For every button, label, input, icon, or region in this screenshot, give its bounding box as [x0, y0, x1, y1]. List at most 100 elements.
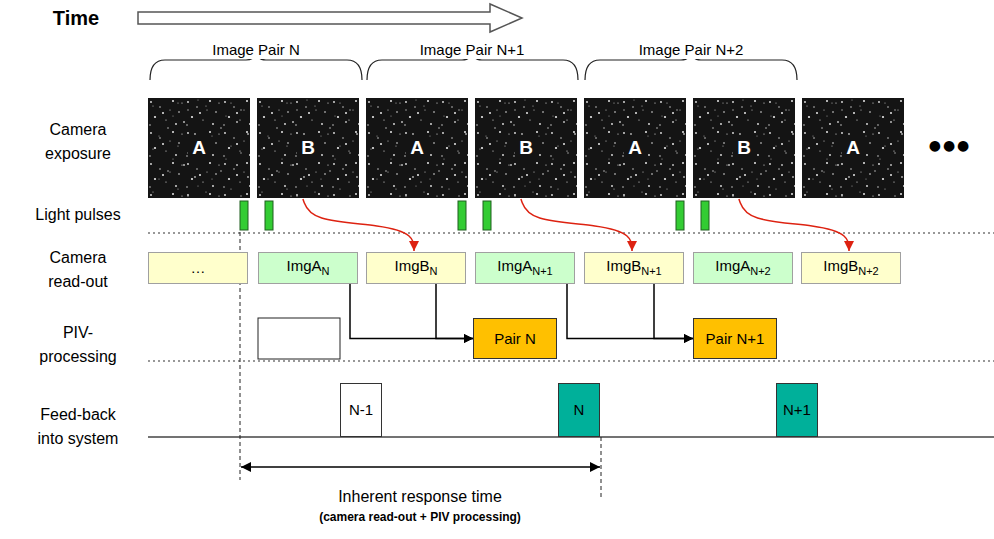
exposure-frame: B	[475, 98, 577, 198]
transfer-arrow	[521, 199, 632, 251]
box-label: N-1	[349, 401, 373, 418]
exposure-frame: A	[584, 98, 686, 198]
light-pulse	[458, 201, 466, 230]
text-wrap: Pair N	[494, 330, 536, 348]
axis-title: Time	[50, 6, 102, 30]
light-pulse	[240, 201, 709, 230]
text-wrap: A	[842, 137, 864, 160]
exposure-frame: A	[148, 98, 250, 198]
response-time-arrow	[241, 466, 600, 468]
speckle	[802, 98, 904, 198]
data-flow-arrow	[567, 284, 693, 339]
light-pulse	[483, 201, 491, 230]
box-label: B	[733, 136, 755, 159]
box-label: ImgB	[823, 257, 858, 274]
speckle	[257, 98, 359, 198]
text-wrap: ImgBN+1	[606, 257, 662, 278]
row-label: Feed-back into system	[28, 403, 128, 451]
speckle	[257, 98, 359, 198]
span-label: Inherent response time	[335, 487, 505, 506]
continuation-dots: ●●●	[926, 137, 975, 154]
box-label: ImgA	[497, 257, 532, 274]
text-wrap: ImgAN+2	[715, 257, 771, 278]
data-flow-arrow	[654, 284, 693, 339]
image-ground	[257, 98, 359, 198]
data-flow-arrow	[350, 284, 473, 339]
bracket-label: Image Pair N+1	[417, 41, 528, 59]
text-wrap: …	[191, 259, 206, 277]
readout-box: ImgAN	[258, 252, 358, 284]
data-flow-arrow	[436, 284, 473, 339]
light-pulse	[701, 201, 709, 230]
text-wrap: Pair N+1	[706, 330, 765, 348]
speckle	[148, 98, 250, 198]
image-ground	[475, 98, 577, 198]
box-label: Pair N+1	[706, 330, 765, 347]
box-label: B	[297, 136, 319, 159]
processing-box: Pair N+1	[693, 318, 777, 359]
box-label: N	[574, 401, 585, 418]
box-label: Pair N	[494, 330, 536, 347]
exposure-frame: B	[257, 98, 359, 198]
text-wrap: B	[297, 137, 319, 160]
speckle	[366, 98, 468, 198]
subscript: N+1	[532, 265, 553, 277]
exposure-frame: A	[802, 98, 904, 198]
readout-box: ImgAN+1	[475, 252, 575, 284]
text-wrap: ImgAN+1	[497, 257, 553, 278]
speckle	[366, 98, 468, 198]
time-marker	[601, 437, 602, 497]
text-wrap: N-1	[349, 401, 373, 419]
row-divider	[148, 232, 994, 233]
speckle	[693, 98, 795, 198]
subscript: N+2	[858, 265, 879, 277]
speckle	[693, 98, 795, 198]
subscript: N+2	[750, 265, 771, 277]
image-ground	[802, 98, 904, 198]
subscript: N	[430, 265, 438, 277]
speckle	[584, 98, 686, 198]
box-label: …	[191, 259, 206, 276]
feedback-box: N+1	[776, 383, 818, 437]
row-label: Camera exposure	[28, 118, 128, 166]
exposure-frame: A	[366, 98, 468, 198]
text-wrap: ImgAN	[287, 257, 330, 278]
speckle	[584, 98, 686, 198]
text-wrap: B	[733, 137, 755, 160]
span-note: (camera read-out + PIV processing)	[316, 510, 524, 524]
box-label: ImgB	[395, 257, 430, 274]
image-ground	[584, 98, 686, 198]
row-label: Camera read-out	[28, 246, 128, 294]
box-label: A	[406, 136, 428, 159]
processing-box: Pair N	[473, 318, 557, 359]
image-ground	[148, 98, 250, 198]
text-wrap: A	[624, 137, 646, 160]
light-pulse	[676, 201, 684, 230]
row-label: PIV-processing	[28, 321, 128, 369]
readout-box: ImgBN	[366, 252, 466, 284]
feedback-box: N-1	[340, 383, 382, 437]
time-arrow	[138, 4, 522, 32]
box-label: ImgB	[606, 257, 641, 274]
image-ground	[693, 98, 795, 198]
speckle	[475, 98, 577, 198]
speckle	[475, 98, 577, 198]
text-wrap: N+1	[783, 401, 811, 419]
subscript: N	[322, 265, 330, 277]
subscript: N+1	[641, 265, 662, 277]
bracket-label: Image Pair N	[209, 41, 303, 59]
box-label: ImgA	[287, 257, 322, 274]
exposure-frame: B	[693, 98, 795, 198]
speckle	[148, 98, 250, 198]
feedback-box: N	[558, 383, 600, 437]
text-wrap: N	[574, 401, 585, 419]
image-ground	[366, 98, 468, 198]
box-label: A	[624, 136, 646, 159]
transfer-arrow	[303, 199, 414, 251]
box-label: ImgA	[715, 257, 750, 274]
box-label: B	[515, 136, 537, 159]
transfer-arrow	[739, 199, 849, 251]
processing-box	[258, 318, 340, 359]
text-wrap: A	[188, 137, 210, 160]
